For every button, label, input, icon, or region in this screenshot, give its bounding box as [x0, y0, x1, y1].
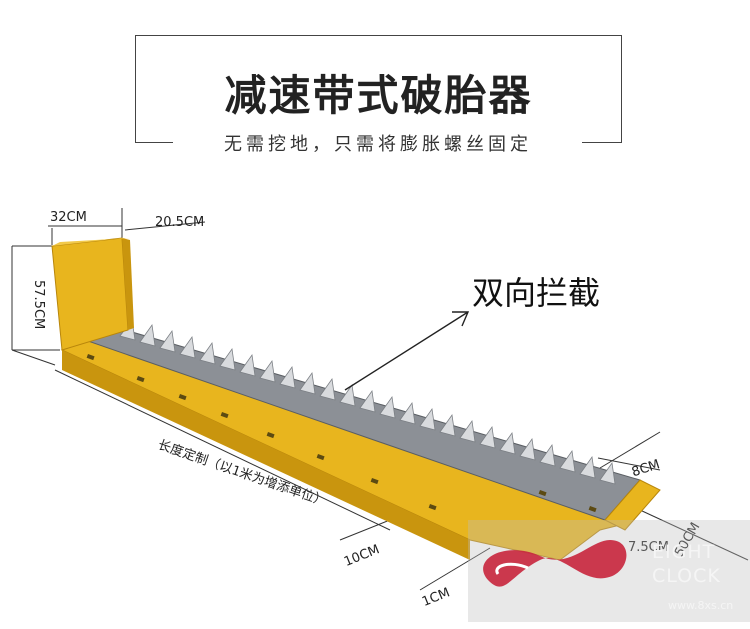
spikes	[119, 318, 616, 485]
end-block	[604, 479, 661, 531]
header-frame-bottom-right	[582, 142, 622, 143]
header-frame-bottom-left	[135, 142, 173, 143]
page-title: 减速带式破胎器	[224, 71, 533, 120]
callout-label: 双向拦截	[472, 274, 601, 312]
base-side	[62, 350, 470, 560]
page-subtitle: 无需挖地，只需将膨胀螺丝固定	[178, 130, 578, 156]
watermark-url: www.8xs.cn	[668, 599, 734, 612]
dim-base-depth: 7.5CM	[628, 540, 669, 555]
dimension-lines	[11, 208, 749, 591]
dim-depth-top: 20.5CM	[155, 215, 205, 230]
watermark-text-line1: EIGHT	[652, 541, 716, 563]
header-frame	[135, 35, 622, 143]
watermark-text-line2: CLOCK	[652, 565, 721, 587]
housing-top	[52, 238, 130, 246]
callout-arrow	[344, 311, 470, 391]
base-slots	[86, 353, 597, 513]
housing-front	[51, 237, 129, 351]
dim-width-top: 32CM	[50, 210, 87, 225]
housing-side	[122, 238, 134, 330]
dim-height: 57.5CM	[31, 280, 46, 330]
